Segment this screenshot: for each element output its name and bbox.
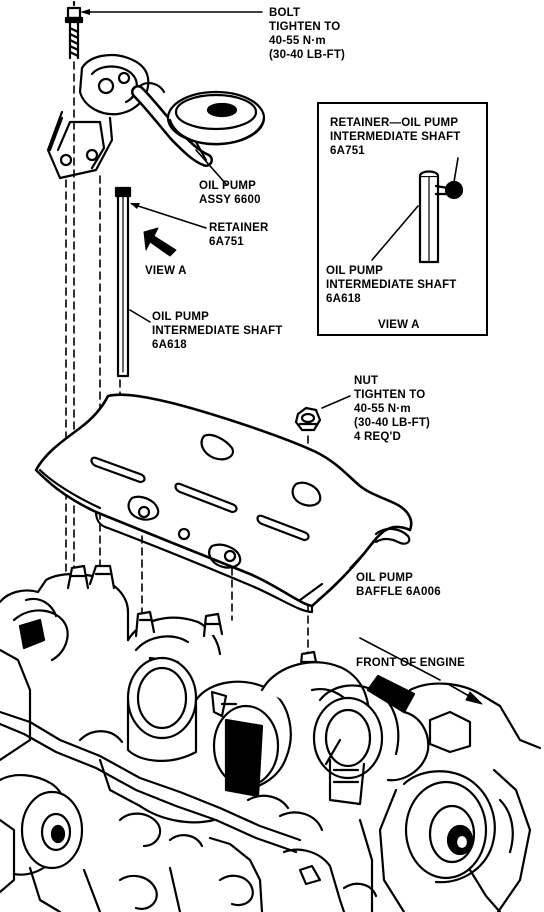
view-a-arrow-label: VIEW A — [145, 265, 187, 277]
inset-retainer-label: RETAINER—OIL PUMP INTERMEDIATE SHAFT 6A7… — [330, 117, 461, 157]
front-of-engine-label: FRONT OF ENGINE — [356, 657, 466, 669]
inset-title: VIEW A — [378, 319, 420, 331]
retainer-label: RETAINER 6A751 — [209, 222, 269, 248]
intermediate-shaft — [114, 186, 132, 378]
oil-pump-baffle-label: OIL PUMP BAFFLE 6A006 — [356, 572, 441, 598]
nut-torque-label: NUT TIGHTEN TO 40-55 N·m (30-40 LB-FT) 4… — [354, 375, 431, 443]
engine-block — [0, 564, 542, 912]
oil-pump-assembly — [46, 53, 266, 180]
nut-icon — [294, 406, 322, 432]
intermediate-shaft-label: OIL PUMP INTERMEDIATE SHAFT 6A618 — [152, 311, 283, 351]
view-a-inset-frame — [317, 102, 488, 336]
view-a-arrow-icon — [143, 227, 177, 257]
inset-shaft-drawing — [371, 157, 464, 264]
front-of-engine-arrow-icon — [359, 637, 483, 705]
bolt-icon — [64, 0, 84, 60]
oil-pump-assy-label: OIL PUMP ASSY 6600 — [199, 180, 261, 206]
inset-shaft-label: OIL PUMP INTERMEDIATE SHAFT 6A618 — [326, 265, 457, 305]
bolt-torque-label: BOLT TIGHTEN TO 40-55 N·m (30-40 LB-FT) — [269, 7, 346, 61]
